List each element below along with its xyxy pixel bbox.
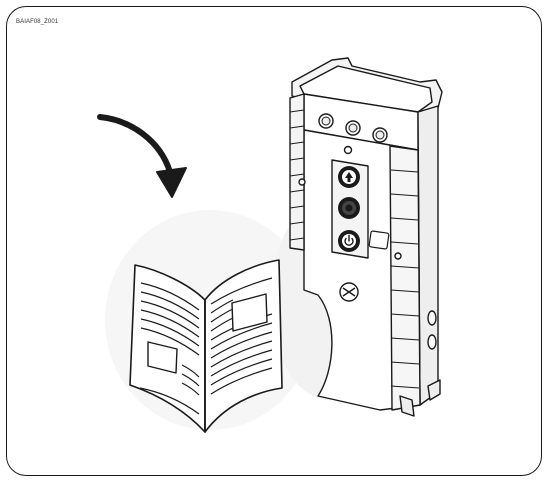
control-unit-icon xyxy=(289,57,443,417)
up-arrow-button-icon xyxy=(338,166,360,188)
open-book-icon xyxy=(129,259,283,433)
curved-arrow-icon xyxy=(97,114,187,198)
stop-button-icon xyxy=(338,197,360,219)
reference-code: BAIAF08_Z001 xyxy=(16,19,59,25)
power-button-icon xyxy=(338,230,360,252)
